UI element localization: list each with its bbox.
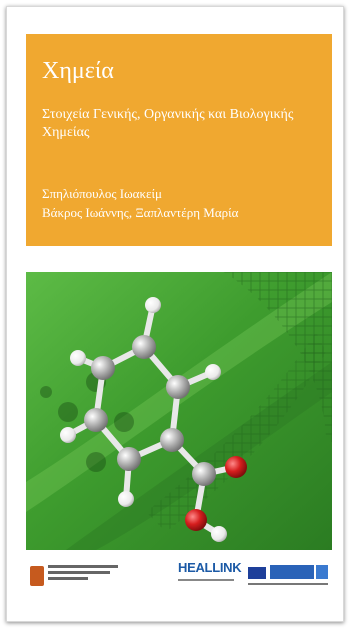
healink-logo: HEALLINK <box>178 559 242 591</box>
book-cover: Χημεία Στοιχεία Γενικής, Οργανικής και Β… <box>6 6 344 622</box>
book-subtitle: Στοιχεία Γενικής, Οργανικής και Βιολογικ… <box>42 107 294 140</box>
footer-logos: HEALLINK <box>26 557 332 595</box>
author-line: Βάκρος Ιωάννης, Ξαπλαντέρη Μαρία <box>42 205 239 220</box>
cover-illustration <box>26 272 332 550</box>
periodic-table-pattern-icon <box>224 272 332 442</box>
title-panel: Χημεία Στοιχεία Γενικής, Οργανικής και Β… <box>26 34 332 246</box>
molecule-illustration-icon <box>26 272 332 550</box>
author-line: Σπηλιόπουλος Ιωακείμ <box>42 186 162 201</box>
authors: Σπηλιόπουλος Ιωακείμ Βάκρος Ιωάννης, Ξαπ… <box>42 184 322 222</box>
book-title: Χημεία <box>42 58 114 84</box>
eu-funding-logo-icon <box>246 561 330 591</box>
publisher-logo-icon <box>26 561 144 591</box>
healink-logo-text: HEALLINK <box>178 560 242 575</box>
